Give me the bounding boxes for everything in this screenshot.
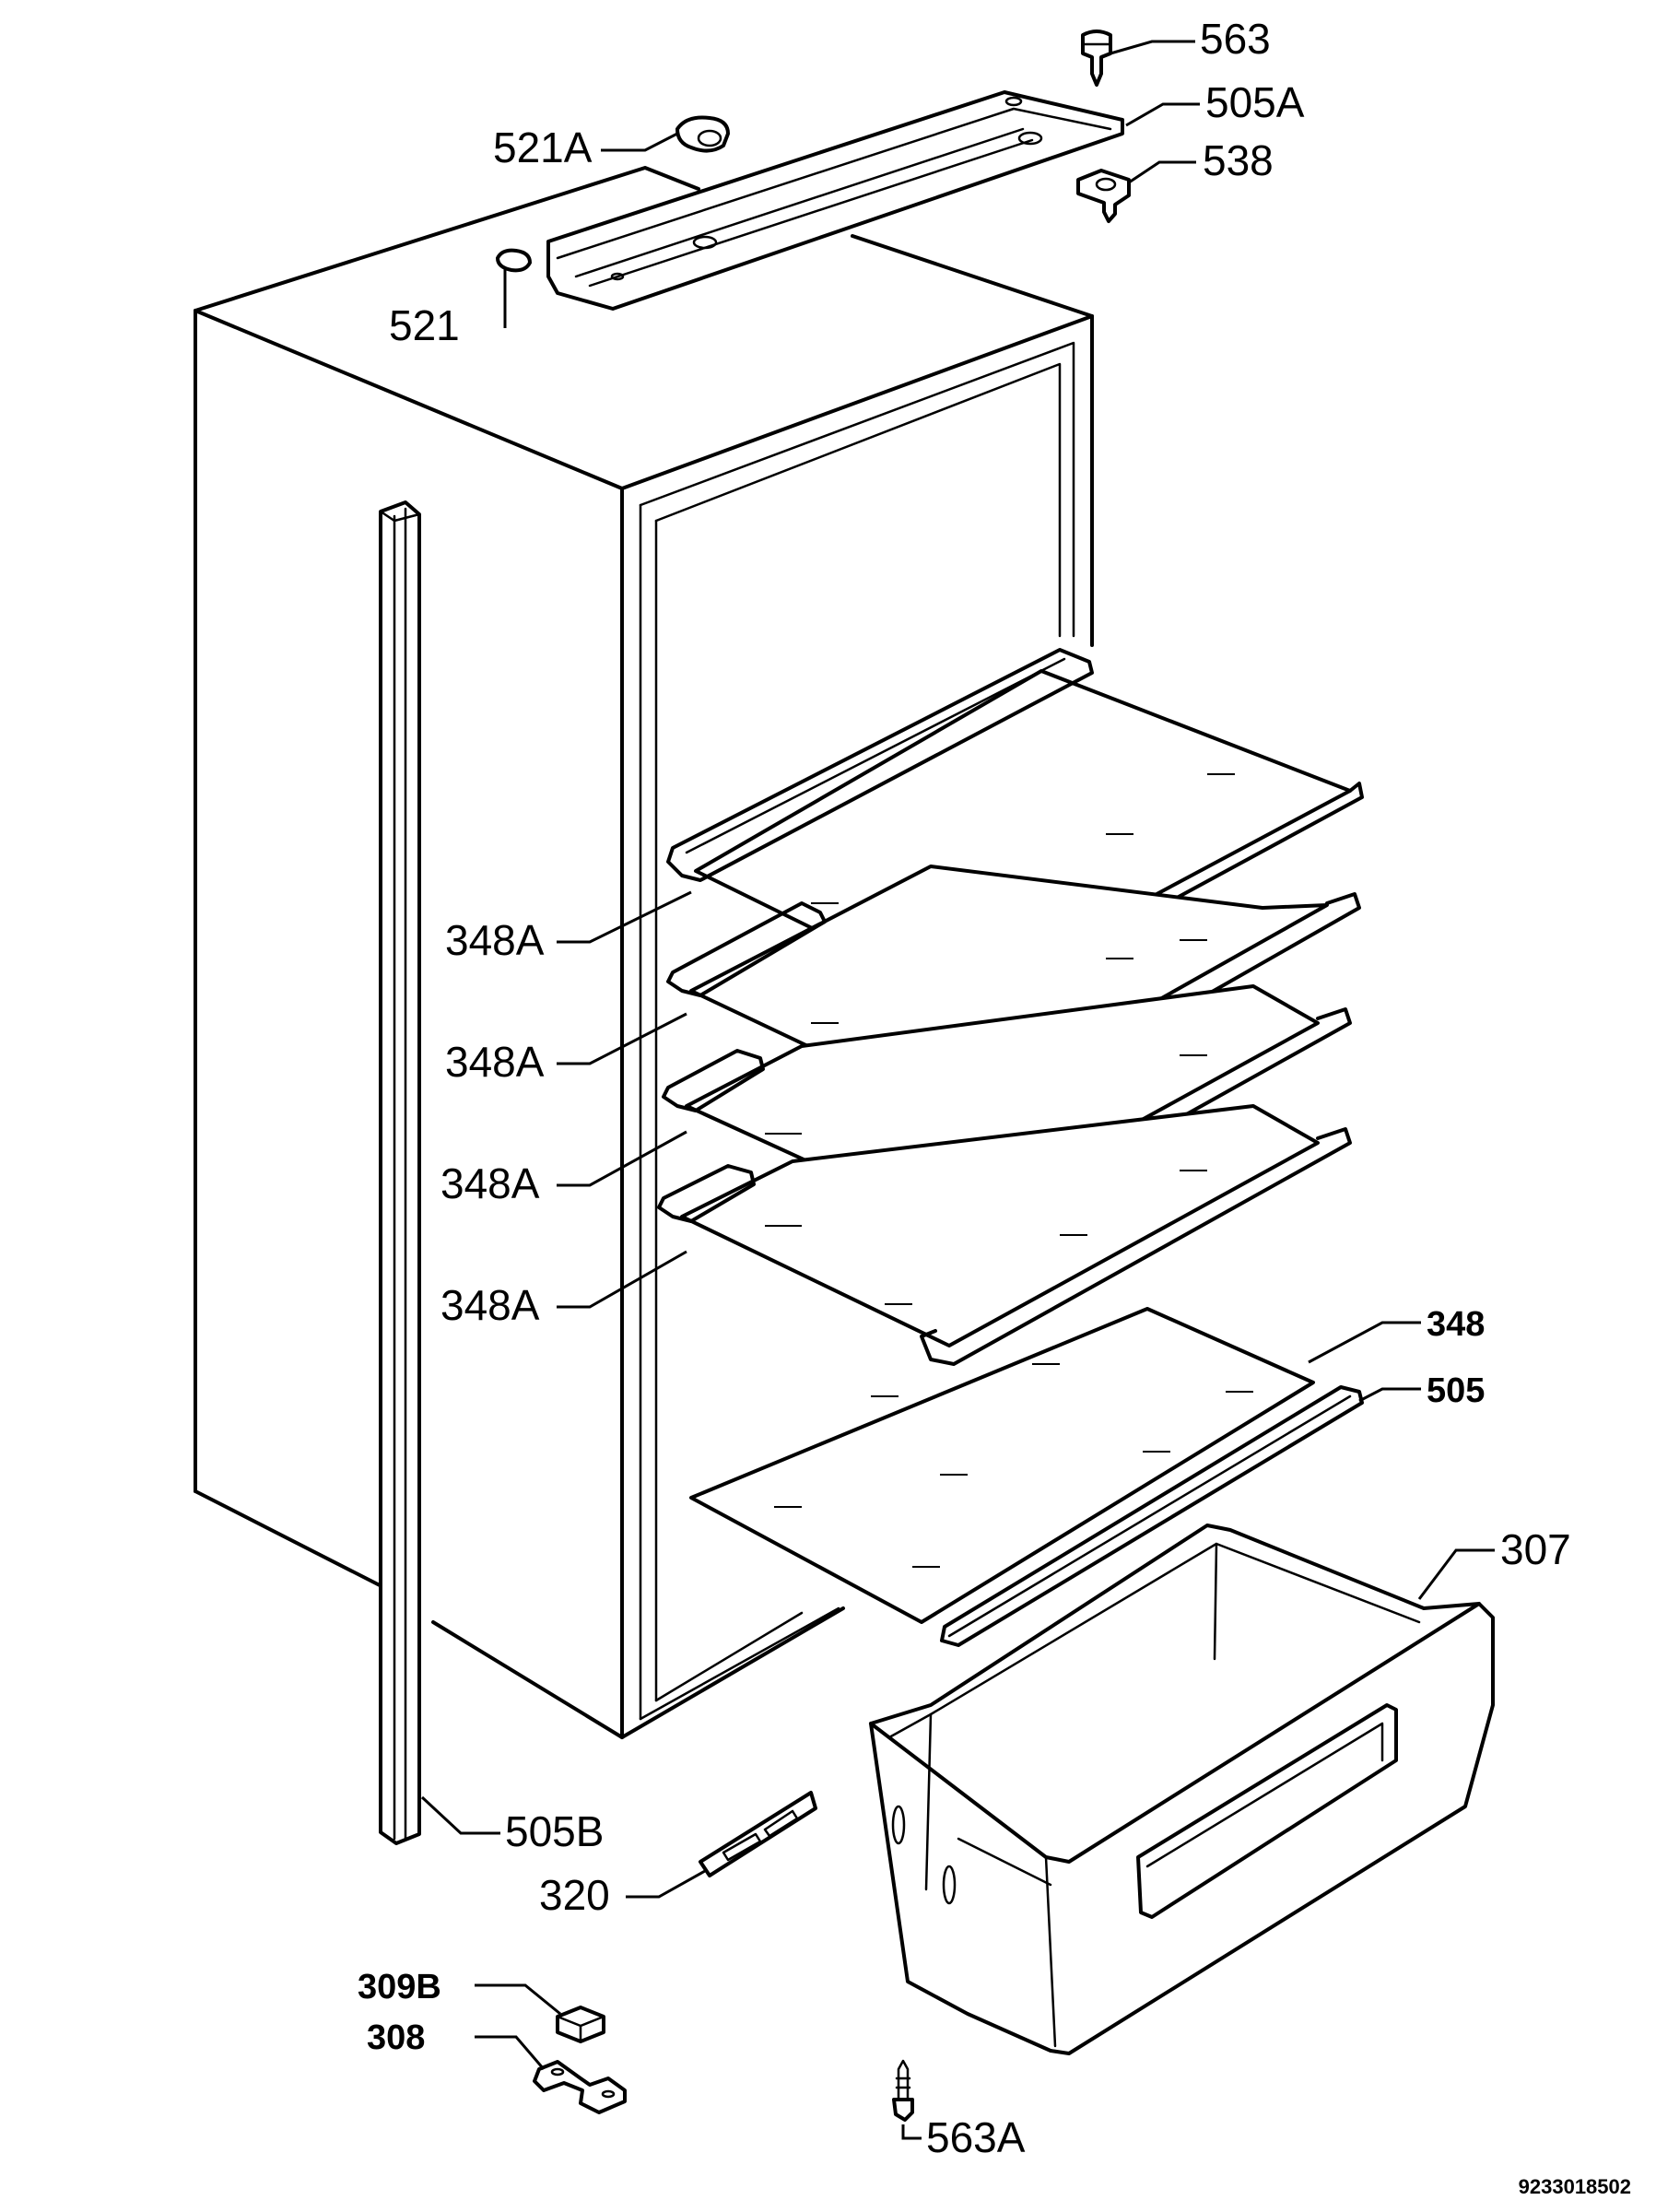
glass-shelf-4: [657, 1104, 1352, 1366]
label-521: 521: [389, 301, 460, 349]
label-505a: 505A: [1205, 78, 1305, 126]
label-563: 563: [1200, 15, 1271, 63]
hinge-308: [533, 2060, 627, 2114]
label-309b: 309B: [358, 1968, 441, 2006]
label-538: 538: [1203, 136, 1274, 184]
cabinet-body: [194, 166, 1094, 1739]
leader-lines: [420, 40, 1495, 2140]
hinge-bracket-538: [1076, 169, 1131, 223]
label-563a: 563A: [926, 2113, 1026, 2161]
top-hinge-plate: [546, 90, 1124, 311]
glass-shelf-bottom: [689, 1307, 1315, 1624]
label-505: 505: [1427, 1371, 1485, 1410]
hinge-cap-521a: [675, 115, 730, 153]
label-348: 348: [1427, 1305, 1485, 1344]
shelf-front-trim: [940, 1385, 1364, 1647]
hinge-cover-521: [496, 248, 532, 273]
label-348a-3: 348A: [440, 1159, 540, 1207]
label-521a: 521A: [493, 124, 593, 171]
label-308: 308: [367, 2018, 425, 2057]
drawing-number: 9233018502: [1519, 2175, 1631, 2198]
door-trim-strip: [379, 500, 421, 1845]
hinge-pin-563: [1081, 29, 1112, 87]
rail-320: [699, 1791, 817, 1877]
label-505b: 505B: [505, 1807, 604, 1855]
label-307: 307: [1500, 1525, 1571, 1573]
label-348a-1: 348A: [445, 916, 545, 964]
part-309b: [556, 2006, 605, 2043]
foot-screw-563a: [892, 2059, 914, 2122]
label-348a-2: 348A: [445, 1038, 545, 1086]
part-labels: 563 505A 521A 538 521 348A 348A 348A 348…: [358, 15, 1571, 2161]
label-320: 320: [539, 1871, 610, 1919]
crisper-drawer: [869, 1524, 1495, 2055]
label-348a-4: 348A: [440, 1281, 540, 1329]
